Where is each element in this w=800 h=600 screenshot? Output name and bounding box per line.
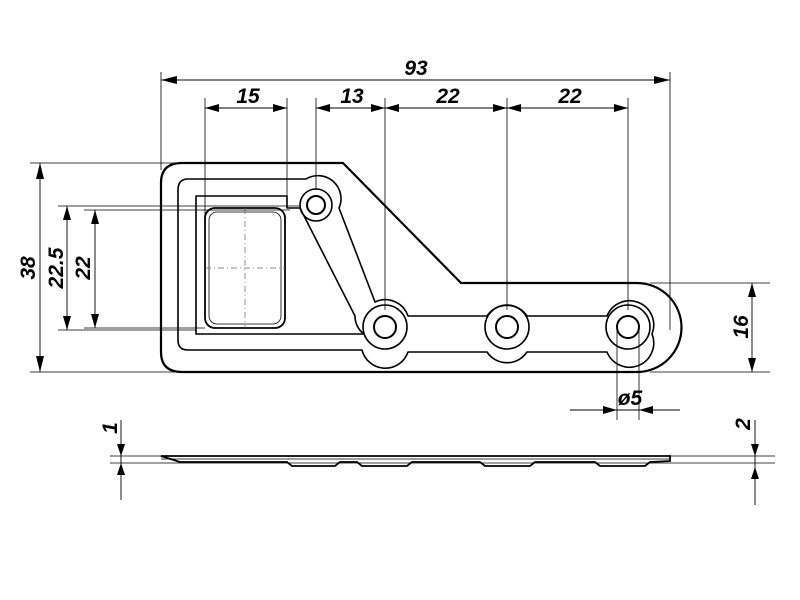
- dim-overall-height: 38: [17, 256, 40, 280]
- plate-outer-outline: [159, 161, 683, 374]
- dim-window-height-inner: 22: [72, 256, 95, 281]
- dimension-labels: 93 15 13 22 22 38 22.5 22 16 ø5 1 2: [17, 57, 755, 434]
- plan-view: [159, 161, 683, 374]
- dim-hole-spacing-1: 22: [435, 85, 460, 108]
- plate-embossed-outline: [177, 174, 655, 370]
- extension-lines: [30, 72, 770, 420]
- dim-total-thickness: 2: [732, 418, 755, 431]
- mounting-hole-1: [299, 188, 333, 222]
- dim-hole-spacing-2: 22: [557, 85, 582, 108]
- dim-overall-width: 93: [404, 57, 428, 80]
- side-profile: [160, 455, 671, 467]
- dim-tab-height: 16: [730, 315, 753, 339]
- mounting-hole-2: [362, 304, 408, 350]
- side-view: [110, 420, 775, 505]
- dim-stamp-depth: 1: [99, 422, 122, 434]
- mounting-hole-4: [605, 304, 651, 350]
- dim-window-height-outer: 22.5: [45, 247, 68, 289]
- dimension-lines: [36, 76, 756, 414]
- dim-hole-offset-2: 13: [340, 85, 364, 108]
- mounting-hole-3: [484, 304, 530, 350]
- dim-hole-diameter: ø5: [618, 387, 643, 410]
- dim-hole-offset-1: 15: [236, 85, 260, 108]
